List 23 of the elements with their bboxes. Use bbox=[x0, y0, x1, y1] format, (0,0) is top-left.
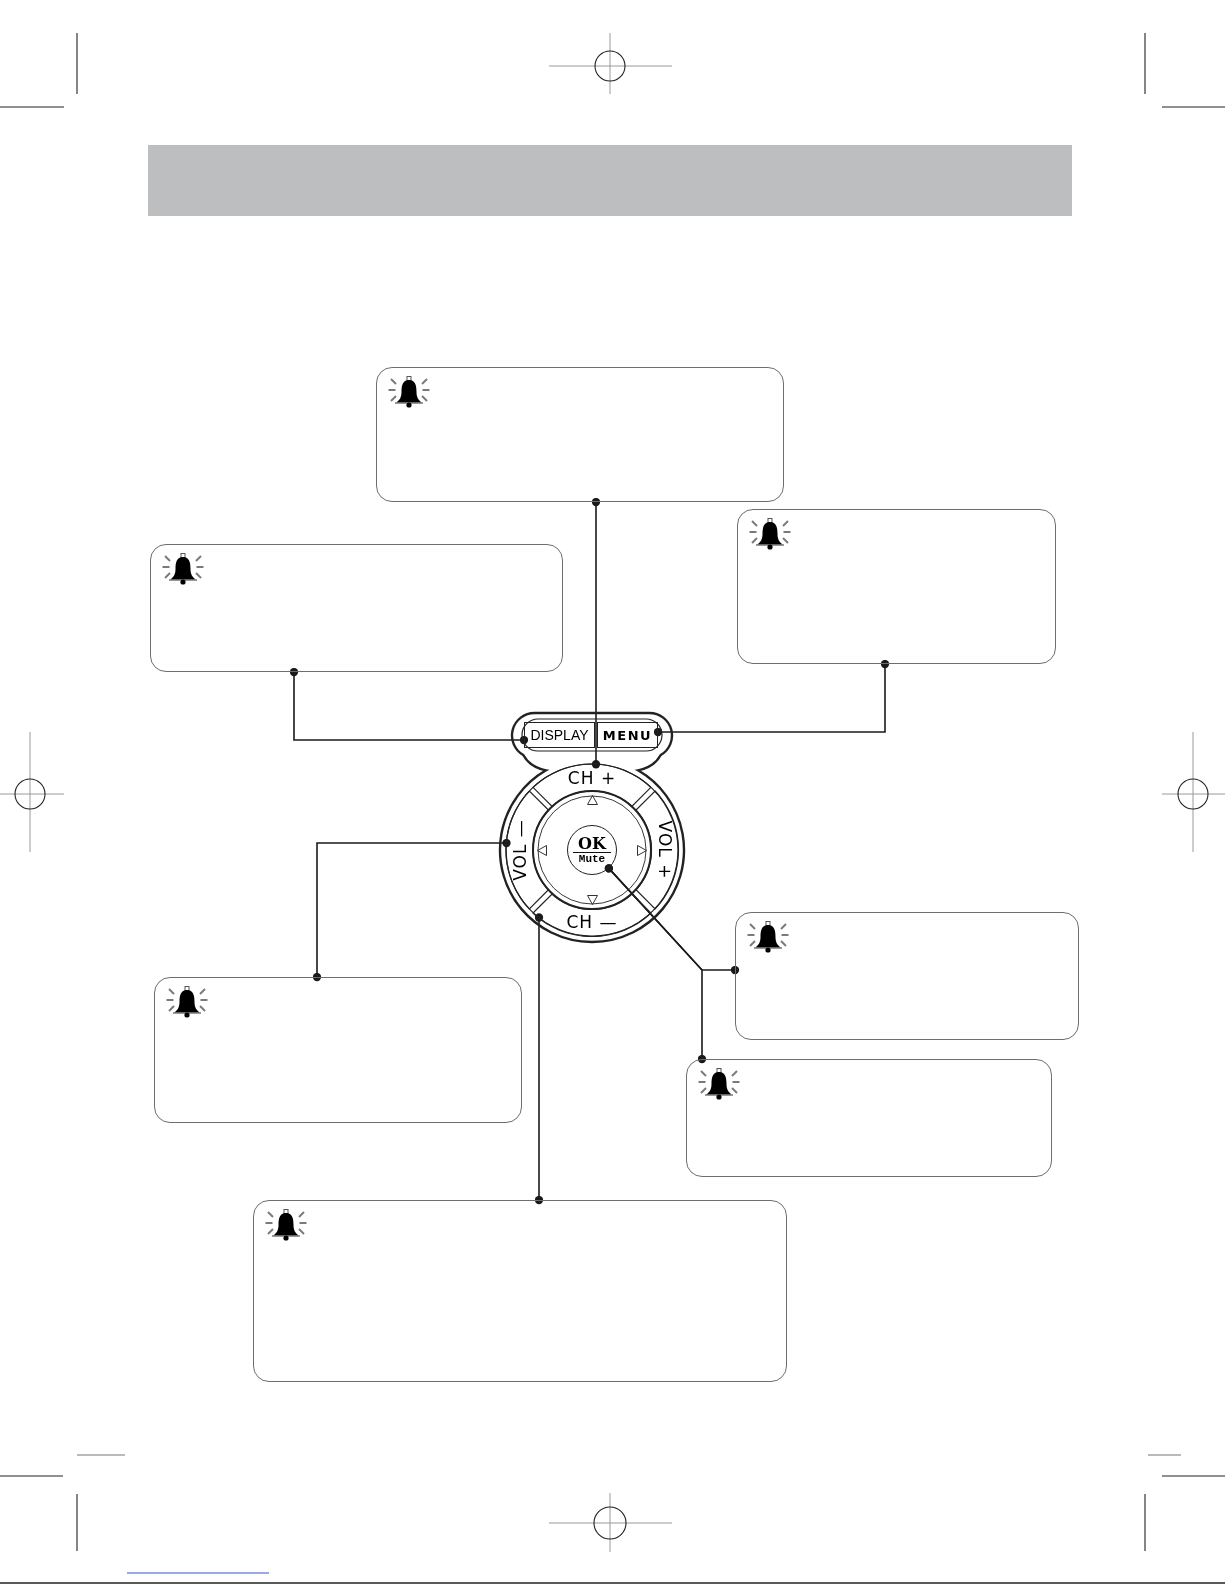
remote-key: DISPLAY bbox=[524, 722, 595, 748]
key-label: Mute bbox=[578, 853, 606, 866]
callout-box bbox=[376, 367, 784, 502]
callout-box bbox=[154, 977, 522, 1123]
callout-box bbox=[253, 1200, 787, 1382]
callout-box bbox=[686, 1059, 1052, 1177]
leader-line bbox=[312, 838, 511, 982]
leader-line bbox=[591, 497, 601, 769]
leader-line bbox=[289, 667, 529, 745]
ring-segment-key: VOL — bbox=[506, 791, 549, 909]
center-key bbox=[567, 825, 617, 875]
ring-segment-key: VOL + bbox=[635, 791, 678, 909]
leader-line bbox=[604, 864, 707, 1064]
ring-segment-key: CH + bbox=[533, 764, 651, 807]
callout-box bbox=[150, 544, 563, 672]
callout-box bbox=[735, 912, 1079, 1040]
remote-keypad bbox=[498, 711, 686, 944]
callout-box bbox=[737, 509, 1056, 664]
leader-line bbox=[653, 659, 890, 737]
remote-key: MENU bbox=[597, 722, 658, 748]
ring-segment-key: CH — bbox=[533, 893, 651, 936]
leader-line bbox=[534, 913, 544, 1205]
key-label: OK bbox=[573, 834, 611, 854]
